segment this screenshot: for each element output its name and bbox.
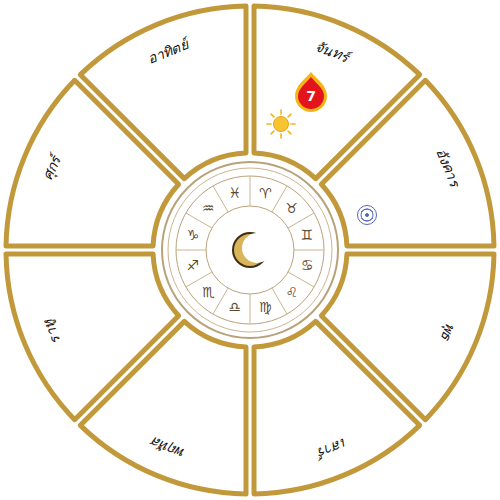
sector-label: จันทร์	[313, 38, 352, 67]
zodiac-sign: ♐	[187, 258, 200, 272]
sector-label: เสาร์	[315, 434, 349, 461]
sector-label: อังคาร	[432, 146, 463, 189]
zodiac-sign: ♍	[259, 300, 272, 314]
sector-label: พฤหัส	[149, 433, 188, 462]
day-sector: ราหู	[2, 246, 186, 427]
sector-outline	[246, 2, 427, 186]
day-sector: พุธ	[314, 245, 498, 427]
callout-number: 7	[306, 89, 316, 103]
zodiac-ring	[206, 206, 294, 294]
day-sector: พฤหัส	[73, 314, 255, 498]
sun-icon	[267, 110, 295, 138]
red-badge	[295, 72, 327, 112]
zodiac-sign: ♏	[202, 285, 215, 299]
sector-outline	[80, 6, 246, 179]
zodiac-sign: ♎	[228, 300, 241, 314]
day-sector: ศุกร์	[2, 73, 186, 255]
zodiac-ring	[168, 168, 332, 332]
day-sector: อังคาร	[314, 73, 498, 254]
day-sector: เสาร์	[246, 314, 427, 498]
zodiac-sign: ♉	[285, 201, 298, 215]
sector-outline	[314, 245, 498, 427]
crescent-moon	[242, 233, 272, 263]
sector-label: อาทิตย์	[145, 36, 190, 68]
zodiac-ring	[176, 176, 324, 324]
sector-outline	[321, 254, 494, 420]
day-sector: จันทร์	[246, 2, 427, 186]
zodiac-sign: ♈	[259, 186, 272, 200]
day-sector: อาทิตย์	[73, 2, 254, 186]
sector-label: พุธ	[436, 320, 458, 343]
sector-outline	[2, 246, 186, 427]
sector-outline	[6, 80, 179, 246]
sector-outline	[246, 314, 427, 498]
zodiac-dividers	[176, 176, 324, 324]
sector-label: ราหู	[40, 317, 65, 347]
zodiac-sign: ♑	[187, 228, 200, 242]
sector-outline	[73, 314, 255, 498]
sector-label: ศุกร์	[40, 153, 65, 183]
zodiac-sign: ♓	[228, 186, 241, 200]
zodiac-sign: ♌	[285, 285, 298, 299]
sector-outline	[254, 321, 420, 494]
zodiac-sign: ♋	[301, 258, 314, 272]
sector-outline	[321, 80, 494, 246]
sector-outline	[2, 73, 186, 255]
sector-outline	[80, 321, 246, 494]
zodiac-ring	[162, 162, 338, 338]
planet-icon	[358, 206, 377, 225]
sector-outline	[314, 73, 498, 254]
sector-outline	[6, 254, 179, 420]
zodiac-sign: ♒	[202, 201, 215, 215]
sector-outline	[254, 6, 420, 179]
zodiac-sign: ♊	[301, 228, 314, 242]
sector-outline	[73, 2, 254, 186]
